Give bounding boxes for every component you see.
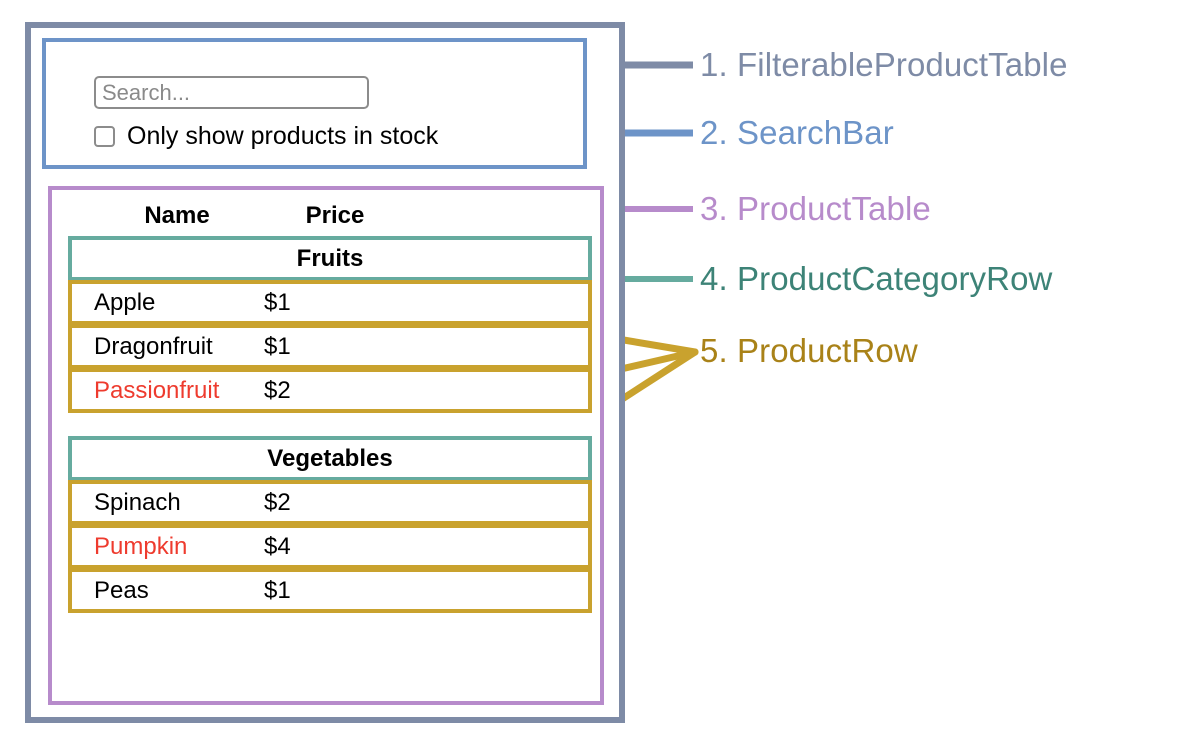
in-stock-filter-row[interactable]: Only show products in stock (94, 124, 438, 149)
annotation-number: 5. (700, 332, 728, 369)
product-price: $2 (264, 376, 291, 404)
annotation-name: ProductRow (737, 332, 918, 369)
annotation-label-producttable: 3. ProductTable (700, 190, 931, 228)
product-price: $1 (264, 576, 291, 604)
product-table-header-row: Name Price (68, 196, 592, 236)
product-name: Spinach (94, 488, 181, 516)
product-category-label: Vegetables (267, 444, 393, 472)
in-stock-checkbox-label: Only show products in stock (127, 122, 439, 150)
in-stock-checkbox[interactable] (94, 126, 115, 147)
annotation-label-productcategoryrow: 4. ProductCategoryRow (700, 260, 1052, 298)
product-name: Peas (94, 576, 149, 604)
annotation-label-productrow: 5. ProductRow (700, 332, 918, 370)
column-header-price: Price (305, 202, 365, 229)
product-category-label: Fruits (296, 244, 364, 272)
annotation-number: 1. (700, 46, 728, 83)
search-bar-box: Only show products in stock (42, 38, 587, 169)
product-row[interactable]: Passionfruit $2 (68, 368, 592, 413)
product-row[interactable]: Peas $1 (68, 568, 592, 613)
product-price: $1 (264, 332, 291, 360)
annotation-name: SearchBar (737, 114, 894, 151)
product-name: Dragonfruit (94, 332, 213, 360)
annotation-number: 2. (700, 114, 728, 151)
product-row[interactable]: Spinach $2 (68, 480, 592, 525)
product-price: $4 (264, 532, 291, 560)
annotation-label-filterableproducttable: 1. FilterableProductTable (700, 46, 1068, 84)
group-separator (68, 413, 592, 436)
annotation-name: ProductTable (737, 190, 931, 227)
product-name: Passionfruit (94, 376, 220, 404)
product-table-box: Name Price Fruits Apple $1 Dragonfruit $… (48, 186, 604, 705)
search-input[interactable] (94, 76, 369, 109)
column-header-name: Name (144, 202, 210, 229)
product-row[interactable]: Pumpkin $4 (68, 524, 592, 569)
annotation-name: FilterableProductTable (737, 46, 1068, 83)
annotation-name: ProductCategoryRow (737, 260, 1053, 297)
annotation-number: 4. (700, 260, 728, 297)
product-category-row: Fruits (68, 236, 592, 281)
product-row[interactable]: Dragonfruit $1 (68, 324, 592, 369)
product-category-row: Vegetables (68, 436, 592, 481)
product-name: Pumpkin (94, 532, 188, 560)
product-price: $2 (264, 488, 291, 516)
product-name: Apple (94, 288, 156, 316)
annotation-label-searchbar: 2. SearchBar (700, 114, 894, 152)
product-row[interactable]: Apple $1 (68, 280, 592, 325)
product-price: $1 (264, 288, 291, 316)
product-table-inner: Name Price Fruits Apple $1 Dragonfruit $… (68, 196, 592, 613)
annotation-number: 3. (700, 190, 728, 227)
